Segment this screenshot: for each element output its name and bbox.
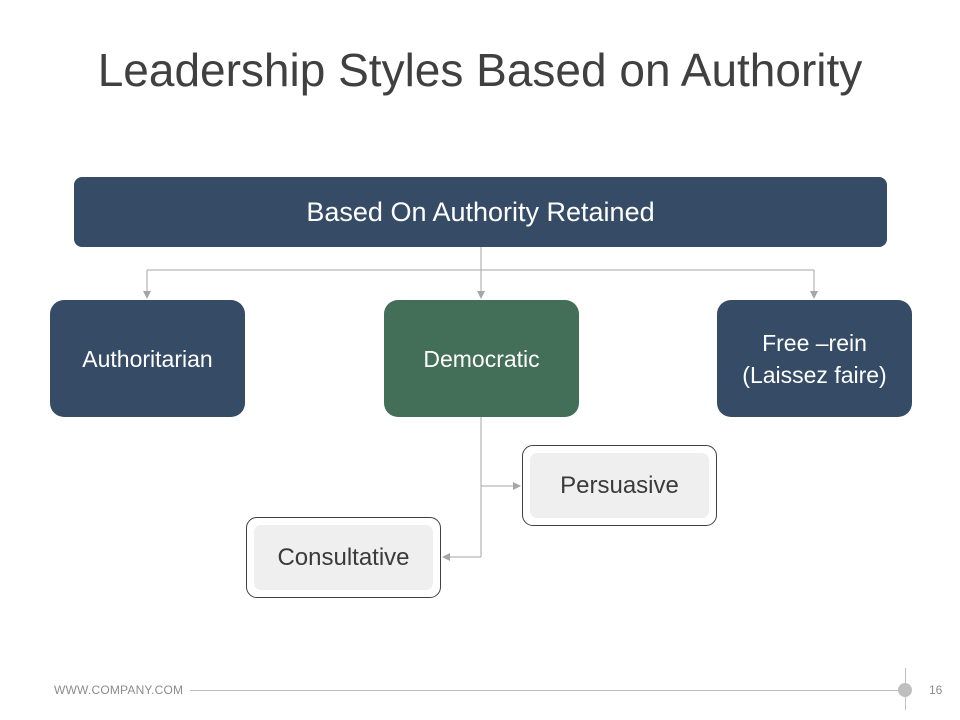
footer-divider [190,690,904,691]
authoritarian-node: Authoritarian [50,300,245,417]
persuasive-label: Persuasive [530,453,709,518]
consultative-node: Consultative [246,517,441,598]
democratic-node: Democratic [384,300,579,417]
root-branch-connector [143,247,818,299]
footer-website: WWW.COMPANY.COM [54,683,184,697]
page-number: 16 [929,683,943,697]
free-rein-node: Free –rein (Laissez faire) [717,300,912,417]
persuasive-node: Persuasive [522,445,717,526]
slide-title: Leadership Styles Based on Authority [97,44,863,96]
democratic-substyle-connector [442,417,521,561]
consultative-label: Consultative [254,525,433,590]
root-node: Based On Authority Retained [74,177,887,247]
footer-dot-icon [898,683,912,697]
